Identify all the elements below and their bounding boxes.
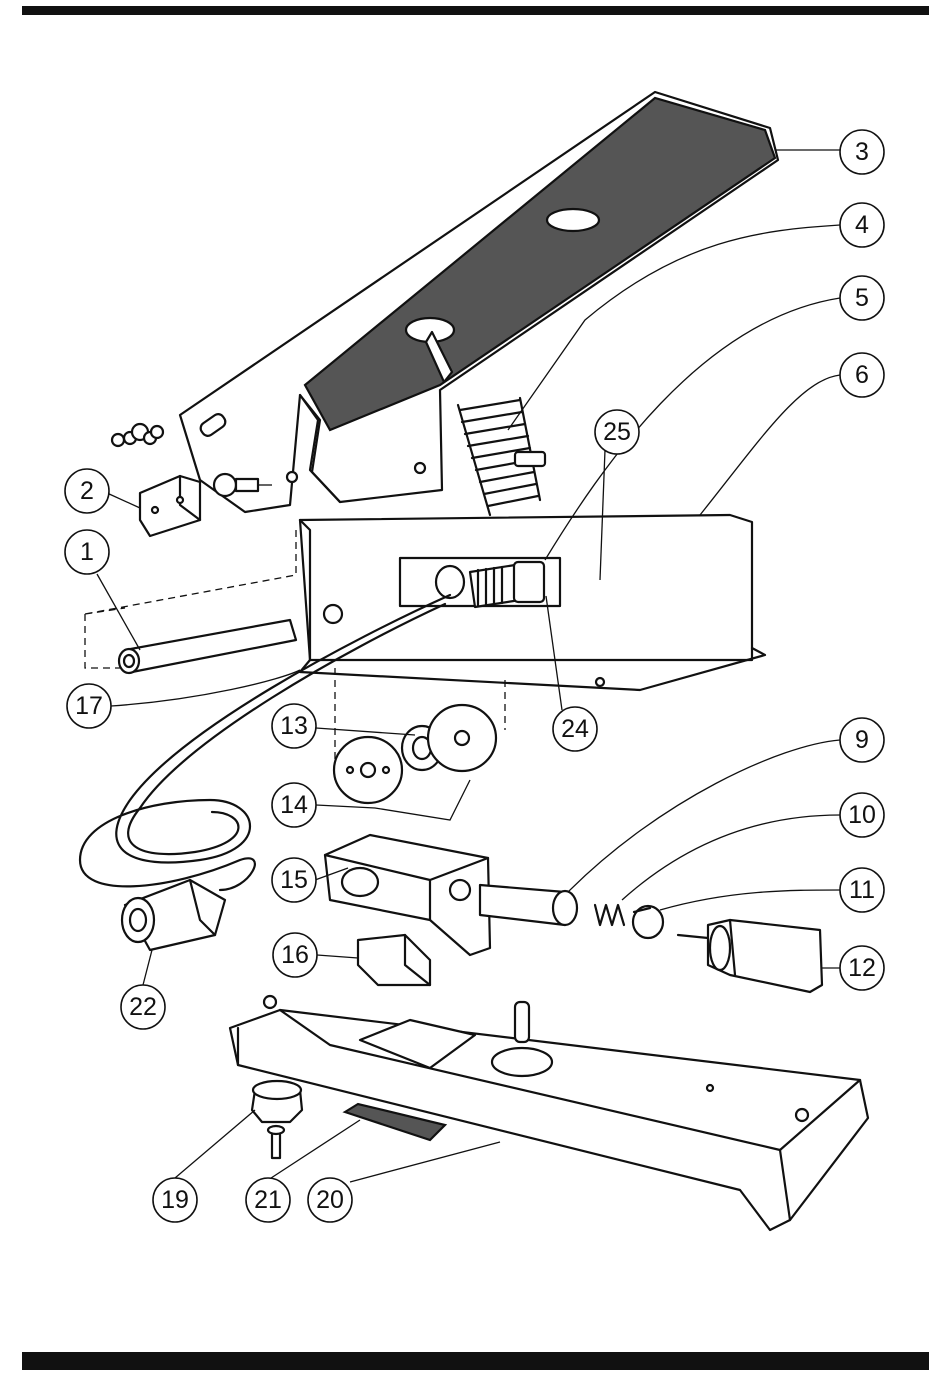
svg-text:10: 10 [848,801,876,829]
svg-text:22: 22 [129,993,157,1021]
callout-21: 21 [246,1178,290,1222]
svg-text:6: 6 [855,361,869,389]
svg-text:19: 19 [161,1186,189,1214]
callout-14: 14 [272,783,316,827]
microswitch [358,935,430,985]
svg-text:24: 24 [561,715,589,743]
rubber-foot [252,1081,302,1158]
spring-cap [633,906,663,938]
pedal-lever [180,92,778,512]
cam-washers [334,705,496,803]
cable-connector [122,880,225,950]
bottom-border-bar [22,1352,929,1370]
svg-text:12: 12 [848,954,876,982]
callout-17: 17 [67,684,111,728]
svg-text:1: 1 [80,538,94,566]
svg-text:9: 9 [855,726,869,754]
callout-9: 9 [840,718,884,762]
callout-15: 15 [272,858,316,902]
callout-4: 4 [840,203,884,247]
callout-24: 24 [553,707,597,751]
svg-text:17: 17 [75,692,103,720]
callout-10: 10 [840,793,884,837]
callout-11: 11 [840,868,884,912]
callout-1: 1 [65,530,109,574]
washer-nut-set [112,424,163,446]
return-spring [458,398,545,515]
svg-text:5: 5 [855,284,869,312]
callout-5: 5 [840,276,884,320]
svg-text:3: 3 [855,138,869,166]
callout-22: 22 [121,985,165,1029]
svg-text:20: 20 [316,1186,344,1214]
angle-bracket [140,476,200,536]
callout-3: 3 [840,130,884,174]
potentiometer [678,920,822,992]
svg-text:4: 4 [855,211,869,239]
svg-text:14: 14 [280,791,308,819]
svg-text:11: 11 [849,876,875,904]
callout-20: 20 [308,1178,352,1222]
svg-text:25: 25 [603,418,631,446]
svg-text:16: 16 [281,941,309,969]
svg-text:15: 15 [280,866,308,894]
guide-tube [480,885,577,925]
callout-19: 19 [153,1178,197,1222]
callout-13: 13 [272,704,316,748]
svg-text:21: 21 [254,1186,282,1214]
callout-2: 2 [65,469,109,513]
compression-spring [595,905,624,925]
callout-12: 12 [840,946,884,990]
svg-text:13: 13 [280,712,308,740]
svg-text:2: 2 [80,477,94,505]
callout-25: 25 [595,410,639,454]
cable-grommet [436,566,464,598]
callout-6: 6 [840,353,884,397]
callout-16: 16 [273,933,317,977]
